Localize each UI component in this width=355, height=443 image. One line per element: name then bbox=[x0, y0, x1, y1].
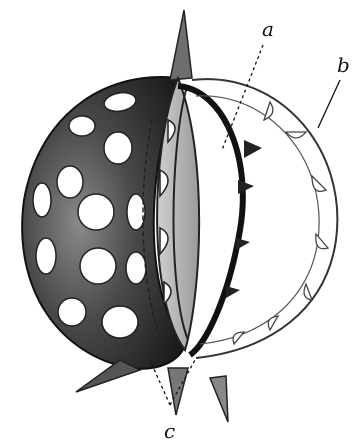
pore bbox=[69, 116, 95, 136]
pore bbox=[33, 183, 51, 217]
rim-notch bbox=[268, 316, 278, 330]
bottom-left-spine bbox=[76, 360, 140, 392]
rim-notch bbox=[316, 234, 328, 249]
pointer-a bbox=[222, 45, 263, 150]
label-c: c bbox=[164, 419, 175, 443]
rim-notch bbox=[312, 176, 326, 191]
rim-notch bbox=[264, 102, 273, 120]
pore bbox=[57, 166, 83, 198]
pore bbox=[126, 252, 146, 284]
pore bbox=[104, 132, 132, 164]
pore bbox=[80, 248, 116, 284]
pointer-b bbox=[318, 80, 340, 128]
label-b: b bbox=[337, 53, 350, 77]
bottom-right-spine bbox=[210, 376, 228, 422]
top-spine bbox=[170, 10, 192, 80]
pore bbox=[36, 238, 56, 274]
pore bbox=[58, 298, 86, 326]
bottom-spine bbox=[168, 368, 188, 415]
pore bbox=[78, 194, 114, 230]
rim-notch bbox=[233, 332, 244, 344]
pore bbox=[102, 306, 138, 338]
label-a: a bbox=[262, 17, 274, 41]
rim-notch bbox=[304, 284, 312, 300]
